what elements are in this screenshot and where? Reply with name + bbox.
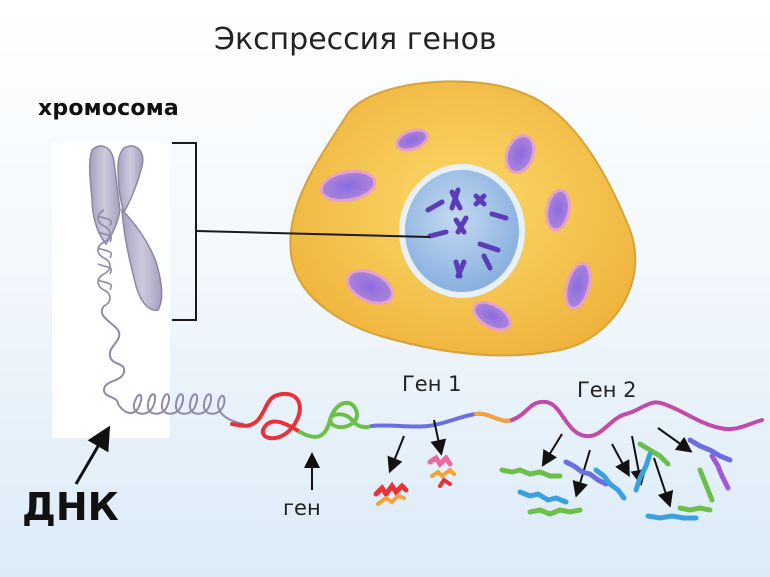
page-title: Экспрессия генов [214,22,497,57]
gene1-tail-segment [474,411,514,423]
expression-arrows [387,419,693,508]
mitochondria [319,128,592,332]
dna-coil [117,393,245,425]
gene-label: ген [283,496,321,520]
dna-loose-coil [100,305,126,405]
dna-label: ДНК [22,485,119,529]
gene1-label: Ген 1 [402,372,462,396]
gene2-proteins [499,437,733,521]
connector-line [196,230,431,238]
gene2-segment [510,399,764,439]
gene2-label: Ген 2 [577,378,637,402]
chromosome-label: хромосома [38,96,179,121]
cell [289,80,637,357]
nucleus-chromosomes [425,187,509,279]
gene-red-segment [230,391,302,441]
chromosome-bracket [172,142,197,321]
dna-supercoil [97,209,113,307]
dna-pointer-arrow [74,425,111,485]
gene-green-segment [298,400,374,439]
gene1-proteins [373,454,456,506]
chromosome [88,145,163,311]
